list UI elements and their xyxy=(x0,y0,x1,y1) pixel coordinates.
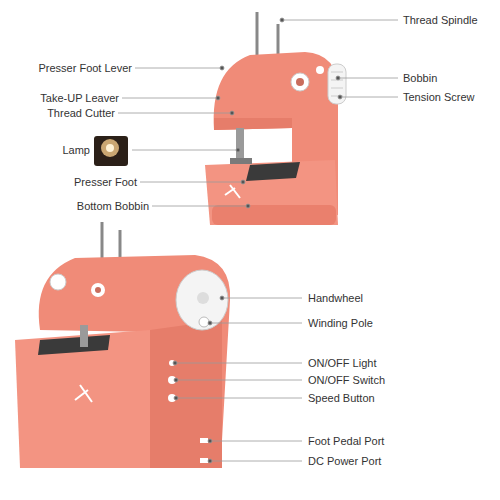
part-label: Handwheel xyxy=(308,292,363,305)
part-label: Speed Button xyxy=(308,392,375,405)
part-label: Winding Pole xyxy=(308,317,373,330)
part-label: Bottom Bobbin xyxy=(77,200,149,213)
top-machine xyxy=(205,12,346,225)
part-label: ON/OFF Light xyxy=(308,357,376,370)
part-label: Thread Cutter xyxy=(47,107,115,120)
part-label: Foot Pedal Port xyxy=(308,435,384,448)
bottom-machine xyxy=(15,222,230,468)
part-label: Presser Foot Lever xyxy=(38,62,132,75)
part-label: DC Power Port xyxy=(308,455,381,468)
part-label: Lamp xyxy=(62,144,90,157)
part-label: ON/OFF Switch xyxy=(308,374,385,387)
part-label: Tension Screw xyxy=(403,91,475,104)
part-label: Bobbin xyxy=(403,72,437,85)
part-label: Presser Foot xyxy=(74,176,137,189)
part-label: Take-UP Leaver xyxy=(40,92,119,105)
part-label: Thread Spindle xyxy=(403,14,478,27)
